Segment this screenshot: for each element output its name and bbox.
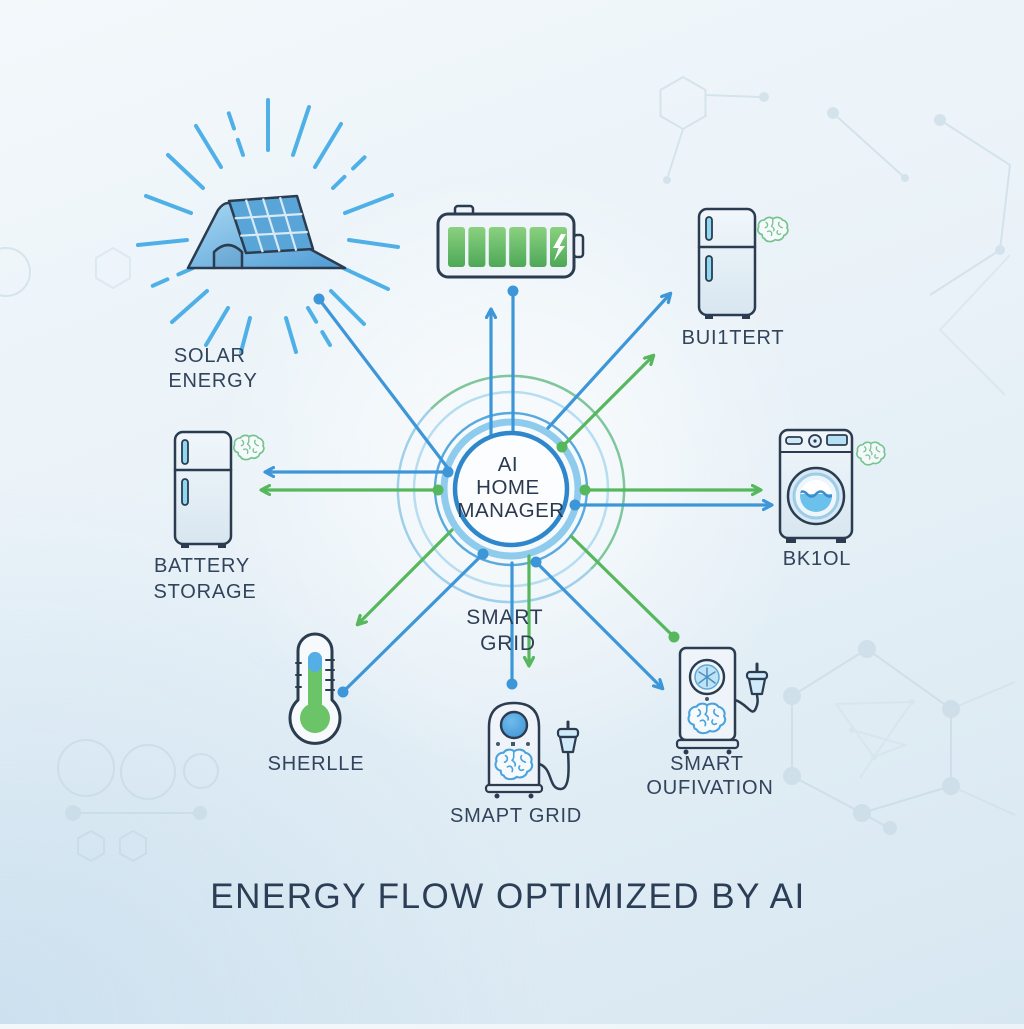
ai-home-manager-hub: AI HOME MANAGER <box>452 430 570 548</box>
ai-brain-icon <box>233 434 265 461</box>
smart-device-dial-plug-icon <box>675 646 769 755</box>
washer-label: BK1OL <box>783 548 851 570</box>
fridge-label: BUI1TERT <box>682 327 785 349</box>
fridge-node: BUI1TERT <box>682 207 789 349</box>
arrow-downleft-green <box>358 528 454 624</box>
refrigerator-icon <box>697 207 757 319</box>
solar-label: SOLAR ENERGY <box>168 345 257 392</box>
arrow-green-upright <box>560 356 653 449</box>
smart-outlet-label: SMART OUFIVATION <box>646 753 773 799</box>
sun-rays <box>136 98 400 354</box>
lightning-bolt-icon <box>553 234 566 261</box>
solar-energy-node: SOLAR ENERGY <box>168 194 347 392</box>
ai-brain-icon <box>687 702 727 735</box>
line-hub-to-thermometer <box>341 552 485 694</box>
washer-node: BK1OL <box>778 428 886 570</box>
energy-flow-lines <box>262 289 771 694</box>
ai-brain-icon <box>856 441 886 466</box>
thermometer-label: SHERLLE <box>268 753 365 775</box>
smart-device-label: SMAPT GRID <box>450 805 582 827</box>
ai-brain-icon <box>494 748 534 781</box>
battery-storage-node: BATTERY STORAGE <box>153 430 265 603</box>
line-hub-to-outlet-green <box>569 534 676 639</box>
refrigerator-icon <box>173 430 233 548</box>
battery-full-charging-icon <box>436 204 585 279</box>
hexagon-network-decor <box>783 640 1016 835</box>
arrow-hub-to-outlet-blue <box>534 560 662 688</box>
page-title: ENERGY FLOW OPTIMIZED BY AI <box>210 877 805 916</box>
smart-device-brain-plug-icon <box>484 701 580 799</box>
arrow-hub-to-fridge <box>546 294 670 430</box>
connection-dots <box>313 285 680 698</box>
smart-device-node: SMAPT GRID <box>450 701 582 827</box>
battery-storage-label: BATTERY STORAGE <box>153 555 256 603</box>
thermometer-node: SHERLLE <box>268 632 365 775</box>
thermometer-icon <box>288 632 342 745</box>
ai-brain-icon <box>757 216 789 243</box>
solar-panel-house-icon <box>186 194 347 270</box>
battery-node <box>436 204 585 279</box>
hub-label: AI HOME MANAGER <box>457 453 564 522</box>
background-molecule-decor <box>0 75 1016 863</box>
smart-outlet-node: SMART OUFIVATION <box>646 646 773 799</box>
smart-grid-label: SMART GRID <box>466 606 549 655</box>
washing-machine-icon <box>778 428 854 543</box>
line-hub-to-solar <box>317 297 449 469</box>
